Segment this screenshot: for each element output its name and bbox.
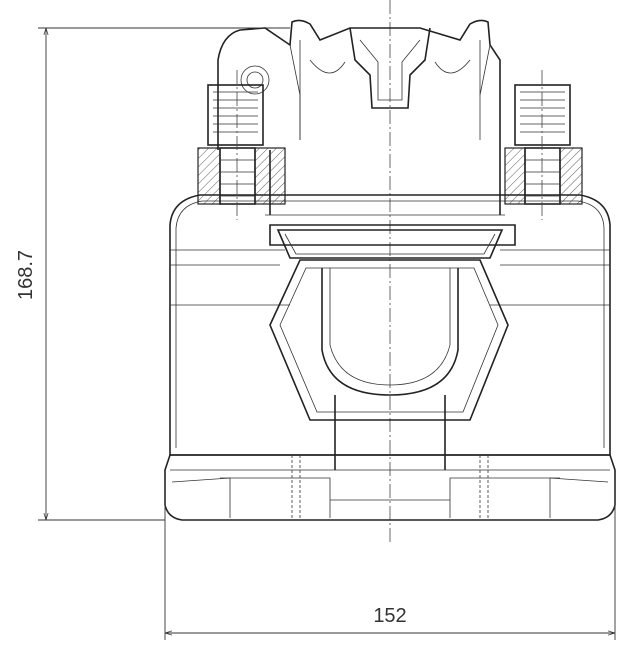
height-dimension-label: 168.7 [15,250,37,300]
right-guide-bolt [504,70,583,220]
height-dimension: 168.7 [15,27,290,521]
caliper-body [164,194,616,521]
left-guide-bolt [197,70,286,220]
width-dimension: 152 [164,480,616,640]
width-dimension-label: 152 [373,605,406,627]
caliper-bridge [217,19,505,216]
